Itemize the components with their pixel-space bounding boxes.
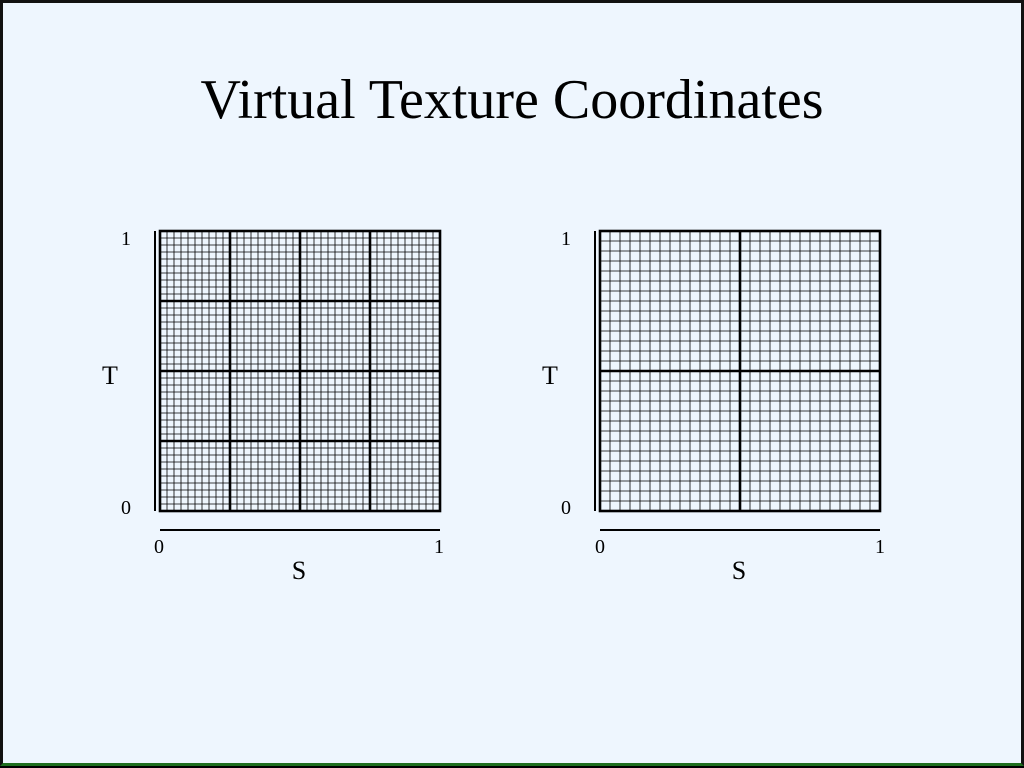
right-t-tick-max: 1 — [561, 228, 571, 250]
left-grid — [158, 229, 442, 513]
right-s-axis-label: S — [732, 556, 746, 585]
right-t-axis-label: T — [542, 361, 558, 390]
right-s-tick-max: 1 — [875, 536, 885, 558]
right-grid — [598, 229, 882, 513]
grid-border — [598, 229, 882, 513]
right-diagram: 1 0 T 0 1 S — [542, 228, 885, 585]
left-s-tick-max: 1 — [434, 536, 444, 558]
right-s-tick-min: 0 — [595, 536, 605, 558]
left-t-axis-label: T — [102, 361, 118, 390]
left-s-tick-min: 0 — [154, 536, 164, 558]
slide-title: Virtual Texture Coordinates — [200, 69, 824, 131]
left-diagram: 1 0 T 0 1 S — [102, 228, 444, 585]
texture-coordinate-diagrams: 1 0 T 0 1 S 1 0 T 0 1 S — [102, 228, 885, 585]
left-t-tick-max: 1 — [121, 228, 131, 250]
right-t-tick-min: 0 — [561, 497, 571, 519]
left-s-axis-label: S — [292, 556, 306, 585]
left-t-tick-min: 0 — [121, 497, 131, 519]
grid-border — [158, 229, 442, 513]
